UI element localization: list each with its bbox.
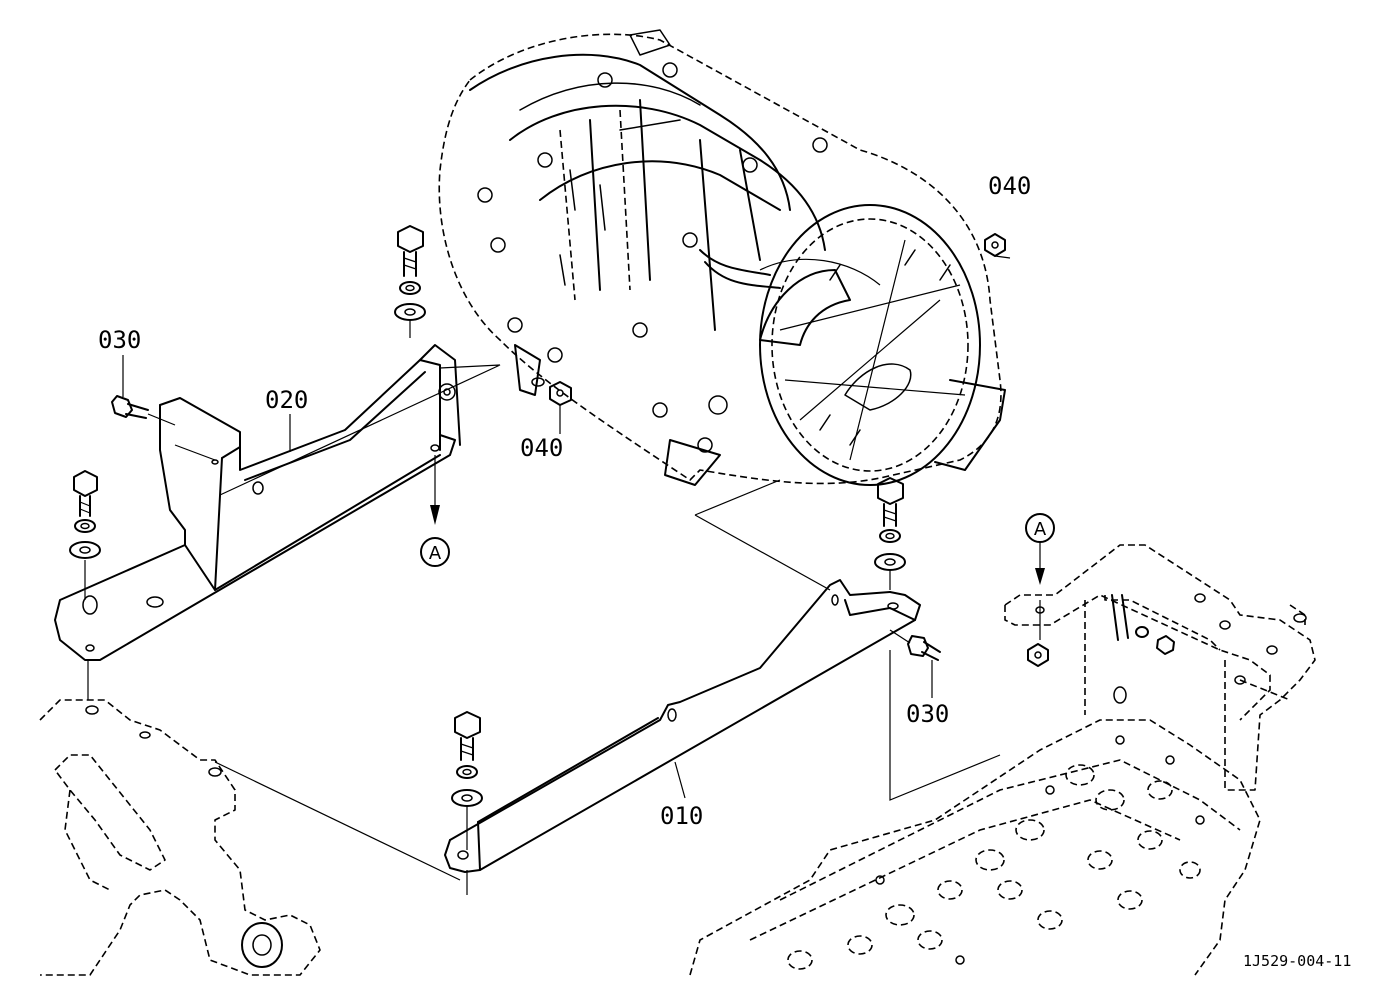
bracket-020 xyxy=(54,344,461,661)
bracket-010 xyxy=(444,579,921,873)
engine-mount-left xyxy=(39,699,461,976)
callout-a-left-text: A xyxy=(429,543,442,564)
bolt-stack-center xyxy=(451,711,483,895)
assembly-guide-lines xyxy=(219,364,1041,801)
callout-arrow-a-right: A xyxy=(1025,513,1055,585)
drawing-reference: 1J529-004-11 xyxy=(1243,952,1351,970)
bracket-right-mount xyxy=(1004,544,1316,791)
callout-arrow-a-left: A xyxy=(420,505,450,567)
bolt-stack-upper xyxy=(394,225,426,338)
label-030-right: 030 xyxy=(906,700,949,728)
nut-040-top xyxy=(984,233,1011,259)
label-010: 010 xyxy=(660,802,703,830)
label-040-mid: 040 xyxy=(520,434,563,462)
callout-a-right-text: A xyxy=(1034,519,1047,540)
label-030-left: 030 xyxy=(98,326,141,354)
cylinder-head xyxy=(689,719,1261,976)
bolt-stack-left xyxy=(69,470,101,700)
label-020: 020 xyxy=(265,386,308,414)
dpf-muffler-assembly xyxy=(438,29,1006,486)
leader-010 xyxy=(674,761,686,799)
label-040-top: 040 xyxy=(988,172,1031,200)
bolt-030-left xyxy=(111,395,176,426)
bolt-030-right xyxy=(889,629,941,661)
nut-040-mid xyxy=(531,377,572,406)
bolt-stack-right xyxy=(874,477,906,590)
